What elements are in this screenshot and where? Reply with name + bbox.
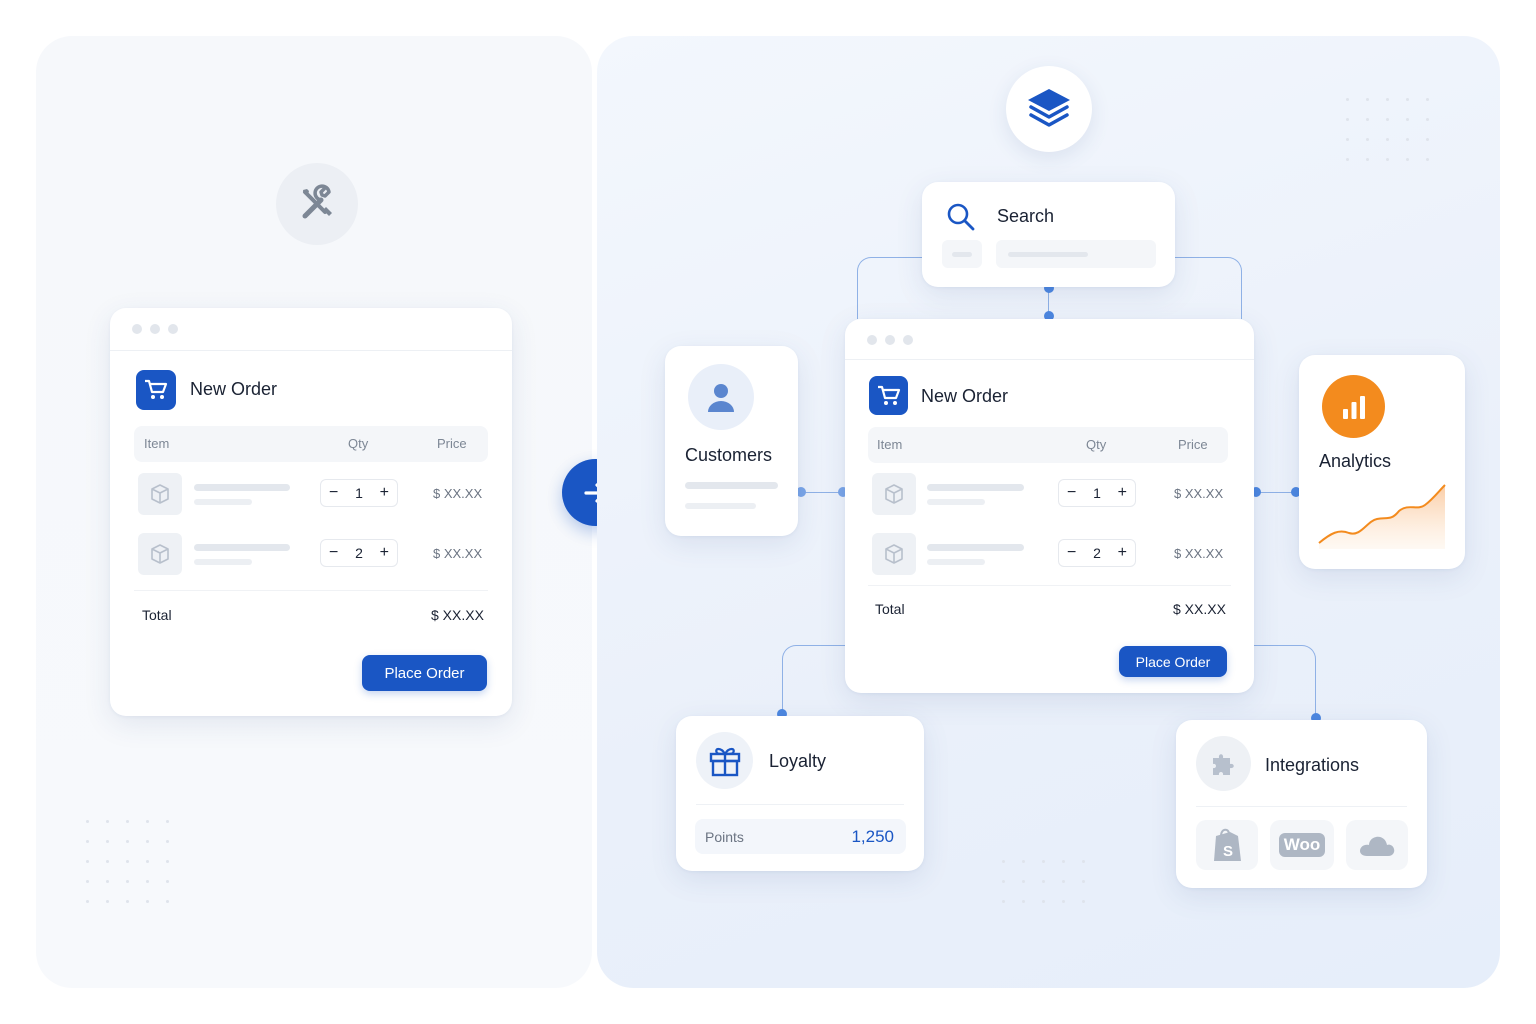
total-label: Total bbox=[875, 601, 905, 617]
integrations-label: Integrations bbox=[1265, 755, 1360, 775]
product-icon bbox=[872, 533, 916, 575]
decrement-button[interactable]: − bbox=[329, 484, 339, 501]
decrement-button[interactable]: − bbox=[1067, 484, 1077, 501]
order-title: New Order bbox=[190, 379, 278, 399]
order-title: New Order bbox=[921, 386, 1009, 406]
wrench-screwdriver-icon bbox=[276, 163, 358, 245]
integrations-card[interactable]: Integrations S Woo bbox=[1176, 720, 1427, 888]
quantity-stepper[interactable]: − 1 + bbox=[320, 479, 398, 507]
increment-button[interactable]: + bbox=[1117, 484, 1127, 501]
total-value: $ XX.XX bbox=[1173, 601, 1226, 617]
customers-card[interactable]: Customers bbox=[665, 346, 798, 536]
increment-button[interactable]: + bbox=[1117, 544, 1127, 561]
dot-pattern bbox=[1002, 860, 1102, 920]
search-input[interactable] bbox=[996, 240, 1156, 268]
total-label: Total bbox=[142, 607, 172, 623]
col-item: Item bbox=[877, 437, 903, 452]
cart-icon bbox=[869, 376, 908, 415]
order-card-before: New Order Item Qty Price − 1 + $ XX.XX −… bbox=[110, 308, 512, 716]
increment-button[interactable]: + bbox=[379, 544, 389, 561]
quantity-stepper[interactable]: − 2 + bbox=[1058, 539, 1136, 567]
shopify-icon[interactable]: S bbox=[1196, 820, 1258, 870]
window-controls bbox=[132, 324, 178, 334]
decrement-button[interactable]: − bbox=[1067, 544, 1077, 561]
col-price: Price bbox=[1178, 437, 1208, 452]
cart-icon bbox=[136, 370, 176, 410]
analytics-label: Analytics bbox=[1319, 451, 1392, 471]
loyalty-card[interactable]: Loyalty Points 1,250 bbox=[676, 716, 924, 871]
row-price: $ XX.XX bbox=[433, 546, 483, 561]
svg-text:S: S bbox=[1223, 843, 1233, 860]
bar-chart-icon bbox=[1322, 375, 1385, 438]
cloud-icon[interactable] bbox=[1346, 820, 1408, 870]
customers-label: Customers bbox=[685, 445, 773, 465]
points-value: 1,250 bbox=[851, 827, 894, 846]
points-label: Points bbox=[705, 829, 744, 845]
quantity-value: 1 bbox=[355, 485, 363, 501]
row-price: $ XX.XX bbox=[1174, 546, 1224, 561]
loyalty-label: Loyalty bbox=[769, 751, 827, 771]
product-icon bbox=[138, 533, 182, 575]
item-desc-placeholder bbox=[194, 499, 252, 505]
quantity-value: 1 bbox=[1093, 485, 1101, 501]
row-price: $ XX.XX bbox=[433, 486, 483, 501]
layers-icon bbox=[1006, 66, 1092, 152]
table-header: Item Qty Price bbox=[868, 427, 1228, 463]
trend-chart bbox=[1318, 484, 1446, 549]
window-controls bbox=[867, 335, 913, 345]
user-icon bbox=[688, 364, 754, 430]
item-desc-placeholder bbox=[194, 559, 252, 565]
place-order-button[interactable]: Place Order bbox=[1119, 646, 1227, 677]
search-card[interactable]: Search bbox=[922, 182, 1175, 287]
increment-button[interactable]: + bbox=[379, 484, 389, 501]
row-price: $ XX.XX bbox=[1174, 486, 1224, 501]
quantity-stepper[interactable]: − 2 + bbox=[320, 539, 398, 567]
search-icon bbox=[946, 202, 976, 237]
col-item: Item bbox=[144, 436, 170, 451]
quantity-value: 2 bbox=[355, 545, 363, 561]
decrement-button[interactable]: − bbox=[329, 544, 339, 561]
item-name-placeholder bbox=[194, 484, 290, 491]
search-label: Search bbox=[997, 206, 1055, 226]
puzzle-icon bbox=[1196, 736, 1251, 791]
col-qty: Qty bbox=[348, 436, 369, 451]
place-order-button[interactable]: Place Order bbox=[362, 655, 487, 691]
order-card-after: New Order Item Qty Price − 1 + $ XX.XX −… bbox=[845, 319, 1254, 693]
table-header: Item Qty Price bbox=[134, 426, 488, 462]
product-icon bbox=[138, 473, 182, 515]
col-qty: Qty bbox=[1086, 437, 1107, 452]
gift-icon bbox=[696, 732, 753, 789]
points-row: Points 1,250 bbox=[695, 819, 906, 854]
product-icon bbox=[872, 473, 916, 515]
total-value: $ XX.XX bbox=[431, 607, 484, 623]
col-price: Price bbox=[437, 436, 467, 451]
dot-pattern bbox=[1346, 98, 1446, 178]
quantity-stepper[interactable]: − 1 + bbox=[1058, 479, 1136, 507]
quantity-value: 2 bbox=[1093, 545, 1101, 561]
analytics-card[interactable]: Analytics bbox=[1299, 355, 1465, 569]
item-name-placeholder bbox=[194, 544, 290, 551]
woo-icon[interactable]: Woo bbox=[1270, 820, 1334, 870]
dot-pattern bbox=[86, 820, 186, 920]
